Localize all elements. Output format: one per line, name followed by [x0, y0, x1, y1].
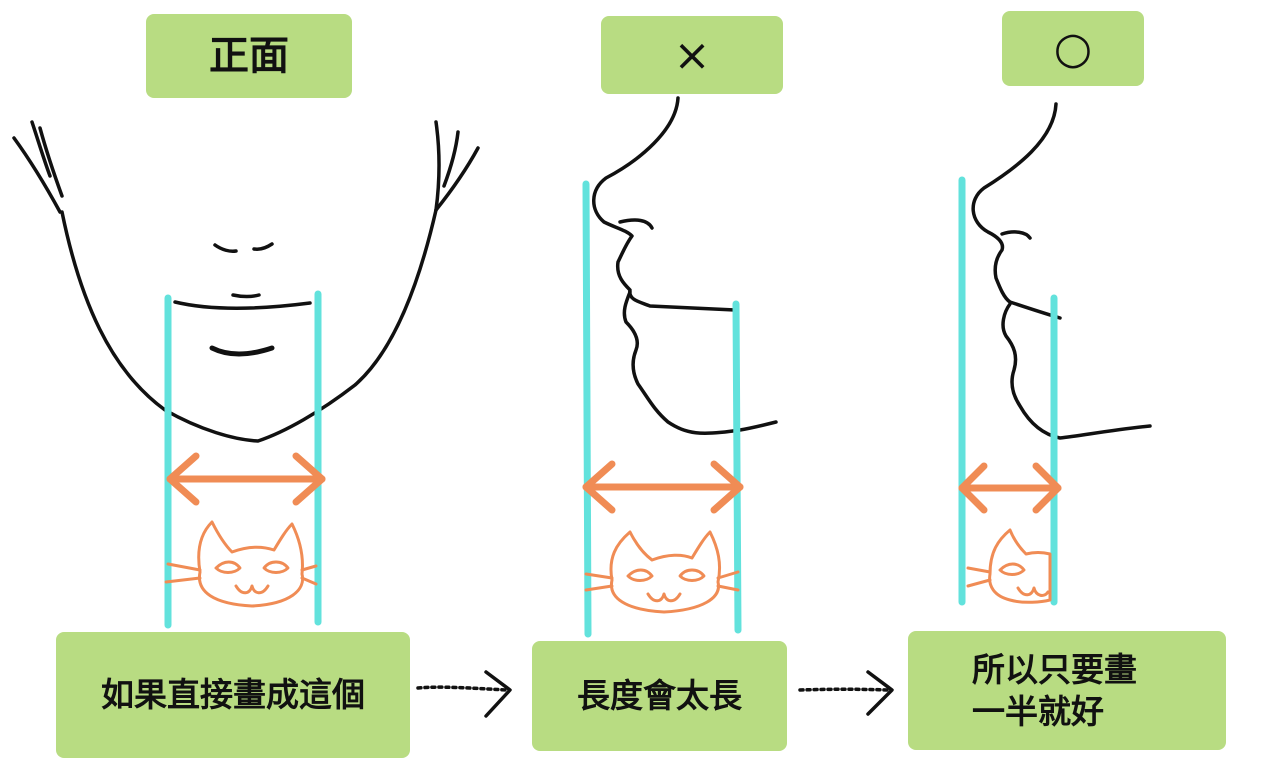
- wrong-profile-drawing: [592, 96, 778, 436]
- double-arrow-icon: [582, 460, 744, 514]
- front-face-drawing: [12, 120, 480, 443]
- correct-profile-drawing: [971, 102, 1152, 440]
- caption-draw-directly-text: 如果直接畫成這個: [101, 675, 365, 715]
- wrong-mark-icon: ×: [673, 29, 711, 81]
- correct-label: ○: [1002, 11, 1144, 86]
- cat-icon: [966, 528, 1052, 604]
- front-guide-lines: [164, 290, 322, 629]
- caption-draw-half-line2: 一半就好: [972, 691, 1104, 731]
- double-arrow-icon: [958, 462, 1062, 514]
- caption-too-long: 長度會太長: [532, 641, 787, 751]
- flow-arrow-icon: [798, 670, 894, 716]
- caption-too-long-text: 長度會太長: [577, 676, 742, 716]
- correct-guide-lines: [958, 176, 1058, 606]
- caption-draw-half-line1: 所以只要畫: [972, 650, 1137, 690]
- caption-draw-directly: 如果直接畫成這個: [56, 632, 410, 758]
- caption-draw-half: 所以只要畫 一半就好: [908, 631, 1226, 750]
- cat-icon: [164, 520, 318, 608]
- flow-arrow-icon: [416, 670, 512, 718]
- correct-mark-icon: ○: [1053, 23, 1093, 74]
- wrong-guide-lines: [582, 180, 742, 638]
- cat-icon: [584, 530, 740, 614]
- front-view-label-text: 正面: [209, 33, 289, 79]
- wrong-label: ×: [601, 16, 783, 94]
- front-view-label: 正面: [146, 14, 352, 98]
- double-arrow-icon: [166, 452, 326, 506]
